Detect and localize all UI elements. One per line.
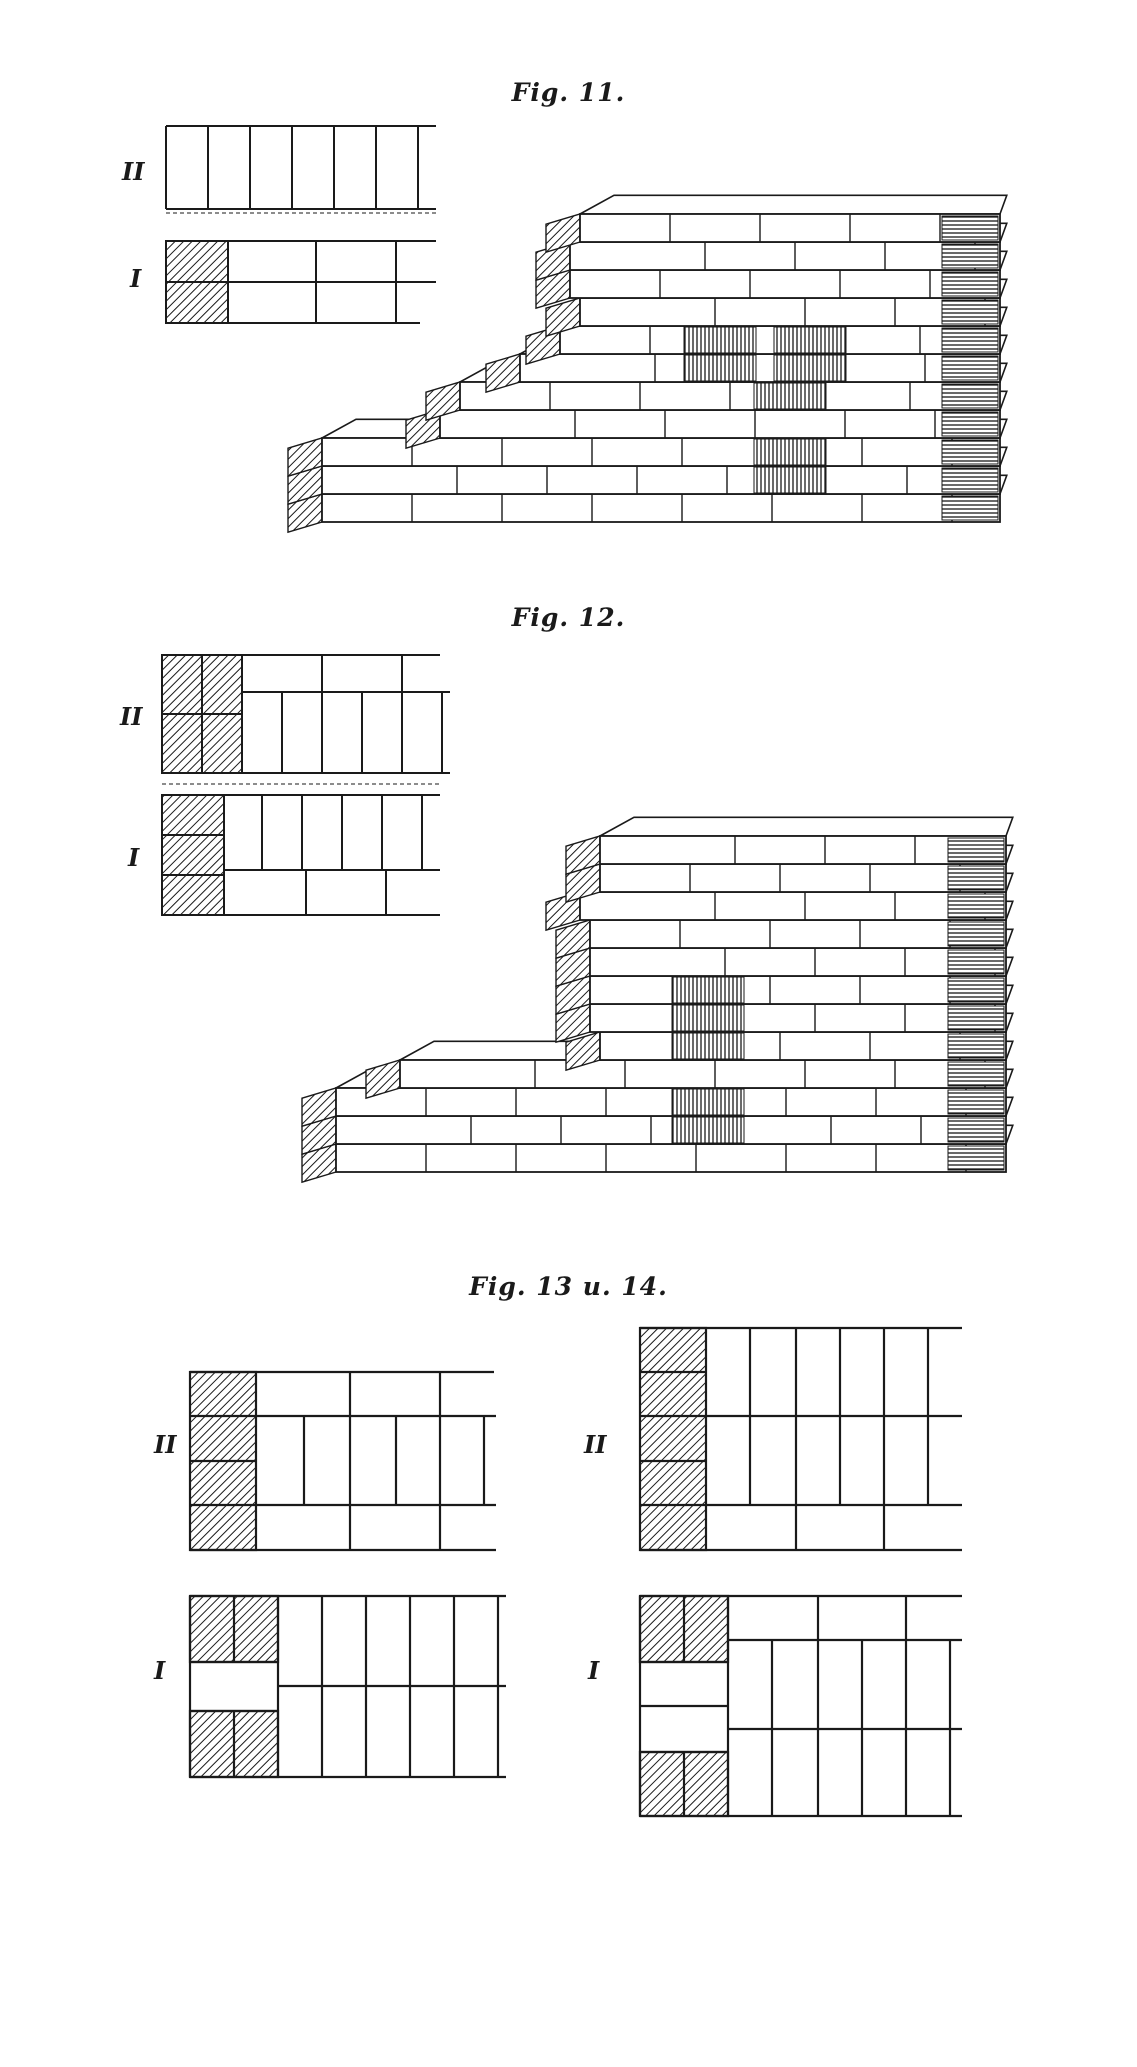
fig13-plan-course-1	[188, 1594, 506, 1779]
brick-closer-hatched	[947, 921, 1005, 947]
brick-course-face	[519, 353, 1001, 383]
fig14-plan-label-lower: I	[588, 1656, 600, 1685]
brick-header-hatched	[773, 354, 847, 382]
brick-closer-hatched	[941, 495, 999, 521]
brick-closer-hatched	[947, 1005, 1005, 1031]
brick-course-face	[335, 1115, 1007, 1145]
brick-course-face	[589, 919, 1007, 949]
brick-header-hatched	[671, 1032, 745, 1060]
brick-header-hatched	[773, 326, 847, 354]
fig11-stepped-wall	[287, 194, 1008, 534]
brick-course-face	[321, 465, 1001, 495]
brick-header-hatched	[671, 1116, 745, 1144]
fig12-plan-course-2	[161, 654, 450, 774]
brick-course-face	[579, 297, 1001, 327]
brick-closer-hatched	[947, 837, 1005, 863]
brick-closer-hatched	[947, 1033, 1005, 1059]
brick-header-hatched	[683, 326, 757, 354]
brick-header-hatched	[683, 354, 757, 382]
fig11-plan-label-lower: I	[130, 264, 142, 293]
fig14-plan-course-1	[638, 1594, 962, 1818]
brick-closer-hatched	[941, 411, 999, 437]
brick-course-face	[579, 213, 1001, 243]
brick-closer-hatched	[941, 327, 999, 353]
brick-closer-hatched	[947, 893, 1005, 919]
brick-course-face	[439, 409, 1001, 439]
brick-header-hatched	[671, 976, 745, 1004]
brick-course-face	[335, 1143, 1007, 1173]
brick-course-face	[579, 891, 1007, 921]
fig13-plan-label-upper: II	[154, 1430, 177, 1459]
brick-closer-hatched	[947, 1061, 1005, 1087]
fig12-plan-course-1	[161, 794, 440, 916]
fig11-plan-course-1	[165, 240, 436, 324]
brick-closer-hatched	[947, 949, 1005, 975]
fig12-plan-label-lower: I	[128, 843, 140, 872]
brick-closer-hatched	[947, 1117, 1005, 1143]
brick-course-face	[589, 975, 1007, 1005]
brick-course-face	[589, 947, 1007, 977]
brick-course-top	[579, 194, 1008, 215]
brick-closer-hatched	[941, 215, 999, 241]
brick-course-face	[569, 269, 1001, 299]
fig14-plan-course-2	[638, 1326, 962, 1552]
fig11-plan-course-2	[165, 125, 436, 210]
fig11-plan-label-upper: II	[122, 157, 145, 186]
fig11-caption: Fig. 11.	[511, 78, 626, 107]
brick-closer-hatched	[947, 1089, 1005, 1115]
brick-closer-hatched	[947, 1145, 1005, 1171]
brick-closer-hatched	[941, 355, 999, 381]
brick-course-top	[599, 816, 1014, 837]
brick-header-hatched	[671, 1004, 745, 1032]
brick-closer-hatched	[941, 439, 999, 465]
brick-course-face	[399, 1059, 1007, 1089]
fig14-plan-label-upper: II	[584, 1430, 607, 1459]
brick-course-face	[335, 1087, 1007, 1117]
fig12-plan-label-upper: II	[120, 702, 143, 731]
fig12-stepped-wall	[301, 816, 1014, 1184]
brick-header-hatched	[671, 1088, 745, 1116]
brick-course-face	[589, 1003, 1007, 1033]
brick-closer-hatched	[941, 299, 999, 325]
brick-course-face	[599, 863, 1007, 893]
brick-course-face	[321, 493, 1001, 523]
brick-closer-hatched	[941, 467, 999, 493]
fig12-caption: Fig. 12.	[511, 603, 626, 632]
brick-header-hatched	[753, 466, 827, 494]
brick-course-face	[599, 835, 1007, 865]
brick-closer-hatched	[941, 243, 999, 269]
brick-closer-hatched	[941, 383, 999, 409]
fig13-14-caption: Fig. 13 u. 14.	[469, 1272, 668, 1301]
fig13-plan-label-lower: I	[154, 1656, 166, 1685]
brick-header-hatched	[753, 382, 827, 410]
brick-course-face	[569, 241, 1001, 271]
brick-closer-hatched	[947, 865, 1005, 891]
brick-course-face	[599, 1031, 1007, 1061]
brick-closer-hatched	[941, 271, 999, 297]
fig13-plan-course-2	[188, 1370, 496, 1552]
brick-header-hatched	[753, 438, 827, 466]
brick-closer-hatched	[947, 977, 1005, 1003]
